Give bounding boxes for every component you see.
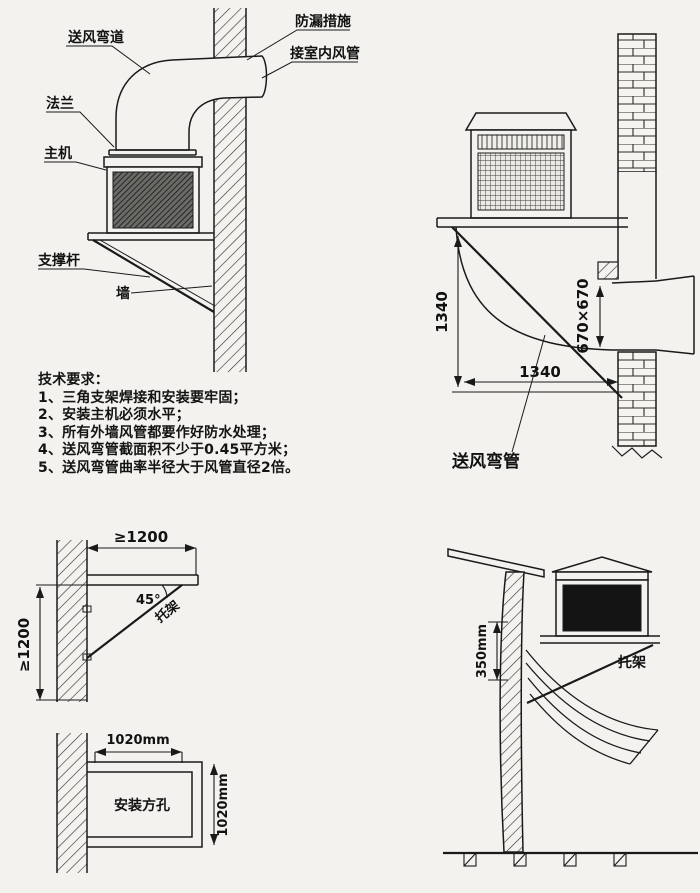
supply-bend-duct: [115, 55, 268, 151]
flashing-detail: [597, 261, 619, 280]
dim-1020mm-height: 1020mm: [216, 773, 231, 836]
flange: [108, 149, 197, 156]
dim-ge1200-left: ≥1200: [15, 618, 33, 672]
requirement-item-4: 4、送风弯管截面积不少于0.45平方米；: [38, 442, 297, 458]
support-rod: [92, 239, 216, 313]
requirement-item-5: 5、送风弯管曲率半径大于风管直径2倍。: [38, 459, 300, 476]
diagram-wall-mount-side: 1340 670×670 1340 送风弯管: [433, 33, 695, 472]
requirement-item-3: 3、所有外墙风管都要作好防水处理；: [38, 424, 276, 441]
label-main-unit: 主机: [44, 145, 72, 162]
pole: [499, 571, 525, 853]
dim-ge1200-top: ≥1200: [114, 528, 168, 546]
square-hole-frame: [87, 761, 203, 848]
unit-mesh-panel: [477, 152, 565, 211]
requirements-title: 技术要求：: [38, 372, 109, 388]
brick-wall-upper: [617, 33, 657, 173]
diagram-wall-mount-front: 送风弯道 防漏措施 接室内风管 法兰 主机 支撑杆 墙: [37, 8, 360, 372]
label-bracket: 托架: [618, 654, 646, 671]
dimension-lines: [94, 748, 218, 845]
diagram-pole-mount: 350mm 托架: [443, 548, 698, 867]
support-rod: [451, 226, 623, 399]
label-support-rod: 支撑杆: [37, 252, 80, 269]
cooler-unit-pole: [551, 556, 653, 637]
support-shelf: [87, 232, 214, 241]
shelf-plate: [87, 574, 199, 586]
unit-louver-strip: [477, 134, 565, 150]
wall-bolt: [82, 653, 92, 661]
dim-350mm: 350mm: [475, 624, 490, 678]
leader-lines: [38, 29, 358, 294]
support-shelf: [436, 217, 628, 228]
label-duct-bend: 送风弯道: [67, 29, 124, 46]
technical-requirements: 技术要求： 1、三角支架焊接和安装要牢固； 2、安装主机必须水平； 3、所有外墙…: [38, 372, 358, 477]
brick-wall-lower: [617, 351, 657, 447]
bend-duct-arcs: [525, 649, 659, 765]
dim-1020mm-width: 1020mm: [106, 733, 169, 748]
label-bend-pipe: 送风弯管: [452, 451, 520, 472]
dimension-lines: [452, 236, 625, 393]
dim-1340-horizontal: 1340: [519, 363, 561, 381]
label-leak-proof: 防漏措施: [295, 13, 351, 30]
cap-board: [447, 548, 545, 578]
unit-mesh-panel: [112, 171, 194, 229]
diagram-bracket-detail: ≥1200 45° 托架 ≥1200: [15, 528, 199, 702]
wall-hatch: [57, 540, 87, 702]
bracket-rod: [526, 644, 654, 704]
wall-bolt: [82, 605, 92, 613]
cooler-unit-side: [464, 112, 578, 219]
unit-dark-panel: [562, 584, 642, 632]
label-flange: 法兰: [46, 95, 74, 112]
wall-break-line: [611, 445, 663, 459]
cooler-unit-front: [103, 156, 203, 234]
ground-line: [443, 851, 698, 867]
dimension-lines: [488, 621, 508, 681]
requirement-item-2: 2、安装主机必须水平；: [38, 407, 190, 423]
label-square-hole: 安装方孔: [114, 797, 170, 814]
dim-670x670: 670×670: [574, 278, 592, 353]
support-shelf: [540, 635, 660, 644]
angle-arc: [161, 584, 168, 599]
dim-45deg: 45°: [136, 593, 161, 608]
requirement-item-1: 1、三角支架焊接和安装要牢固；: [38, 389, 247, 406]
label-indoor-duct: 接室内风管: [290, 45, 360, 62]
diagram-mounting-hole: 1020mm 安装方孔 1020mm: [56, 733, 231, 873]
horizontal-duct: [611, 275, 695, 355]
dim-1340-vertical: 1340: [433, 291, 451, 333]
dimension-lines: [36, 544, 197, 701]
label-wall: 墙: [116, 285, 130, 302]
wall-hatch: [57, 733, 87, 873]
bracket-rod: [86, 584, 183, 659]
